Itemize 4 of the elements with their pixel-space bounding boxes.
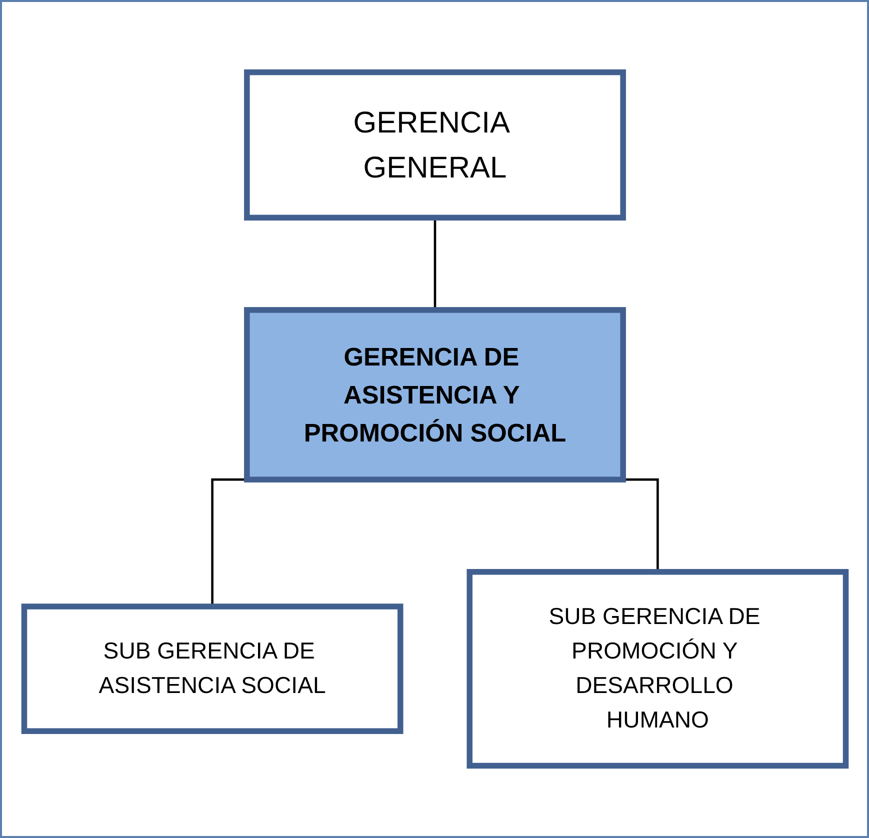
node-box: SUB GERENCIA DE ASISTENCIA SOCIAL [20, 604, 403, 734]
node-box: GERENCIA DE ASISTENCIA Y PROMOCIÓN SOCIAL [244, 307, 626, 482]
node-box: SUB GERENCIA DE PROMOCIÓN Y DESARROLLO HUMANO [466, 569, 848, 769]
node-box: GERENCIA GENERAL [244, 69, 626, 221]
